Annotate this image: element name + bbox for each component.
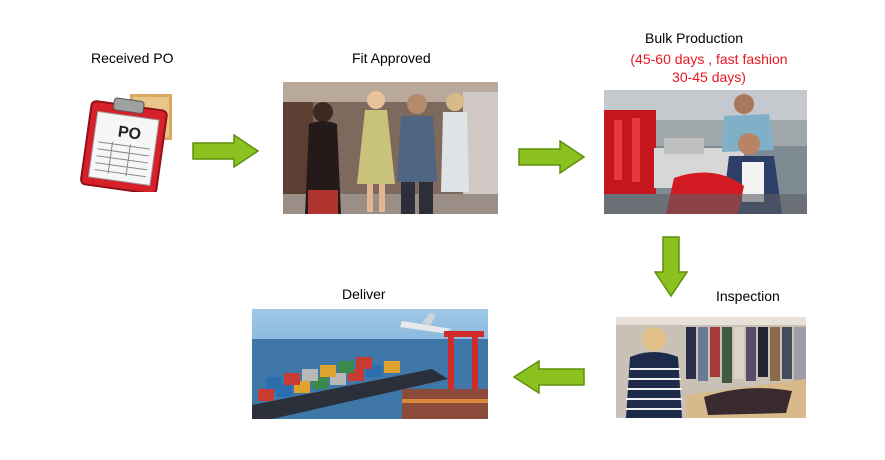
arrow-icon-bulk-to-inspection <box>654 236 688 298</box>
deliver-photo <box>252 309 488 419</box>
arrow-icon-po-to-fit <box>192 134 260 168</box>
label-fit-approved: Fit Approved <box>352 50 431 66</box>
bulk-production-note-line2: 30-45 days) <box>672 69 746 85</box>
arrow-icon-fit-to-bulk <box>518 140 586 174</box>
clipboard-badge-text: PO <box>117 124 142 144</box>
bulk-production-photo <box>604 90 807 214</box>
inspection-photo <box>616 317 806 418</box>
label-deliver: Deliver <box>342 286 386 302</box>
label-received-po: Received PO <box>91 50 174 66</box>
bulk-production-note-line1: (45-60 days , fast fashion <box>630 51 788 67</box>
label-inspection: Inspection <box>716 288 780 304</box>
arrow-icon-inspection-to-deliver <box>513 359 585 395</box>
clipboard-po-icon: PO <box>78 92 178 192</box>
label-bulk-production: Bulk Production <box>645 30 744 46</box>
fit-approved-photo <box>283 82 498 214</box>
